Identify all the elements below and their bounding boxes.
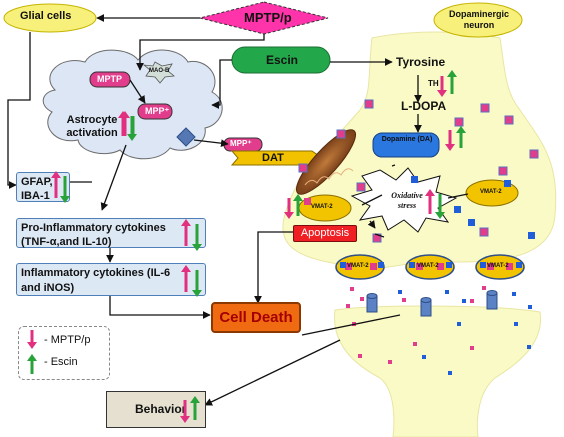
vmat2-left-label: VMAT-2 bbox=[311, 204, 333, 210]
vmat2-vesicle-bottom-2 bbox=[405, 254, 455, 280]
mpp-dat-label: MPP⁺ bbox=[230, 139, 252, 148]
legend-mptp-label: - MPTP/p bbox=[44, 334, 91, 346]
escin-label: Escin bbox=[266, 53, 299, 67]
apoptosis-box: Apoptosis bbox=[293, 225, 357, 242]
pro-inflammatory-label: Pro-Inflammatory cytokines (TNF-α,and IL… bbox=[21, 222, 166, 248]
l-dopa-label: L-DOPA bbox=[401, 99, 447, 113]
mitochondrion bbox=[296, 129, 356, 195]
behavior-label: Behavior bbox=[135, 402, 187, 416]
mpp-astrocyte-label: MPP⁺ bbox=[145, 106, 170, 116]
legend-escin-label: - Escin bbox=[44, 356, 78, 368]
mitochondrion-cristae bbox=[304, 168, 354, 186]
cell-death-box: Cell Death bbox=[211, 302, 301, 333]
glial-cells-node bbox=[3, 3, 97, 33]
pro-inflammatory-box: Pro-Inflammatory cytokines (TNF-α,and IL… bbox=[16, 218, 206, 248]
receptor-cylinders bbox=[366, 290, 498, 317]
vmat2-vesicle-bottom-3 bbox=[475, 254, 525, 280]
mao-b-star bbox=[142, 61, 175, 84]
inflammatory-box: Inflammatory cytokines (IL-6 and iNOS) bbox=[16, 263, 206, 296]
dopaminergic-neuron-label: Dopaminergic neuron bbox=[448, 9, 509, 30]
vmat2-right-label: VMAT-2 bbox=[480, 189, 502, 195]
gfap-iba1-label: GFAP, IBA-1 bbox=[21, 176, 53, 202]
dopamine-node bbox=[372, 132, 440, 158]
dat-label: DAT bbox=[262, 152, 284, 164]
astrocyte-cloud bbox=[42, 49, 223, 160]
legend-arrows bbox=[27, 330, 37, 374]
dopamine-label: Dopamine (DA) bbox=[381, 136, 433, 143]
th-label: TH bbox=[428, 79, 439, 88]
postsynaptic-terminal bbox=[334, 305, 541, 437]
apoptosis-label: Apoptosis bbox=[300, 227, 350, 239]
mao-b-label: MAO-B bbox=[149, 68, 170, 74]
gfap-iba1-box: GFAP, IBA-1 bbox=[16, 172, 70, 202]
oxidative-stress-label: Oxidative stress bbox=[391, 191, 423, 210]
mptp-label: MPTP bbox=[97, 74, 123, 84]
astrocyte-activation-label: Astrocyte activation bbox=[66, 114, 118, 139]
tyrosine-label: Tyrosine bbox=[396, 55, 446, 69]
mptp-p-label: MPTP/p bbox=[244, 10, 292, 25]
behavior-box: Behavior bbox=[106, 391, 206, 428]
cell-death-label: Cell Death bbox=[219, 309, 293, 326]
mptp-node bbox=[89, 71, 131, 88]
dopaminergic-neuron-node bbox=[433, 2, 523, 38]
vmat2-bottom-3-label: VMAT-2 bbox=[487, 263, 509, 269]
vmat2-bottom-1-label: VMAT-2 bbox=[347, 263, 369, 269]
glial-cells-label: Glial cells bbox=[20, 10, 72, 22]
connectors bbox=[7, 14, 469, 406]
vmat2-bottom-2-label: VMAT-2 bbox=[417, 263, 439, 269]
inflammatory-label: Inflammatory cytokines (IL-6 and iNOS) bbox=[21, 267, 171, 294]
mpp-astrocyte-node bbox=[137, 103, 173, 120]
oxidative-stress-burst bbox=[350, 167, 458, 233]
neurotransmitter-squares bbox=[298, 99, 539, 375]
transporter-rhombus bbox=[176, 127, 196, 147]
